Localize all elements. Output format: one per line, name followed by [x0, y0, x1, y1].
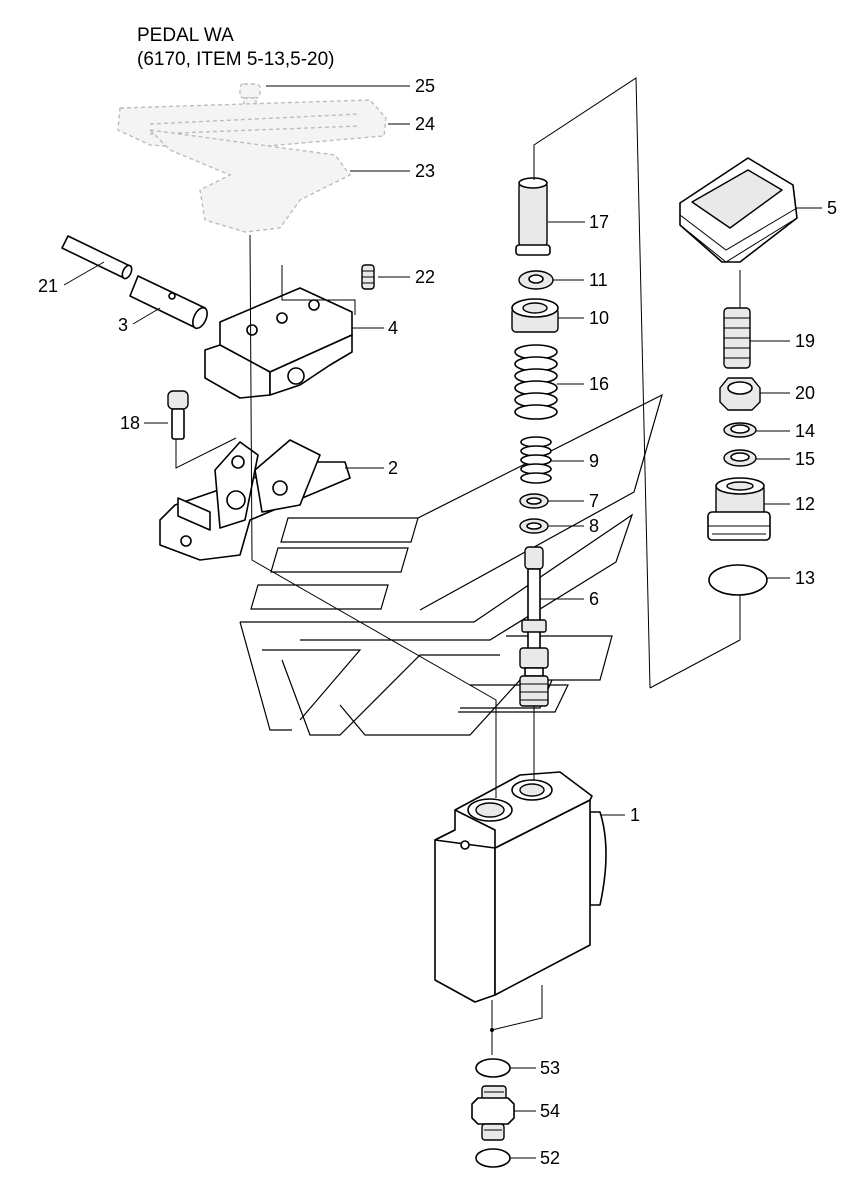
label-part-3: 3	[118, 315, 128, 335]
label-part-25: 25	[415, 76, 435, 96]
part-5-boot	[679, 157, 798, 263]
label-part-17: 17	[589, 212, 609, 232]
part-53-oring	[475, 1058, 511, 1078]
part-52-oring	[475, 1148, 511, 1168]
part-19-stud	[723, 307, 751, 369]
diagram-subtitle: (6170, ITEM 5-13,5-20)	[137, 49, 334, 70]
label-part-23: 23	[415, 161, 435, 181]
part-4-upper-bracket	[204, 287, 353, 399]
label-part-6: 6	[589, 589, 599, 609]
label-part-10: 10	[589, 308, 609, 328]
label-part-15: 15	[795, 449, 815, 469]
part-17-plunger	[515, 177, 551, 256]
part-7-washer	[519, 493, 549, 509]
part-15-ring	[723, 449, 757, 467]
label-part-54: 54	[540, 1101, 560, 1121]
label-part-2: 2	[388, 458, 398, 478]
part-3-bushing	[129, 275, 208, 330]
leader-lines	[63, 85, 822, 1159]
label-part-1: 1	[630, 805, 640, 825]
label-part-20: 20	[795, 383, 815, 403]
label-part-13: 13	[795, 568, 815, 588]
part-13-oring	[708, 564, 768, 596]
label-part-11: 11	[589, 270, 608, 290]
part-18-bolt	[167, 390, 189, 440]
label-part-5: 5	[827, 198, 837, 218]
label-part-16: 16	[589, 374, 609, 394]
label-part-14: 14	[795, 421, 815, 441]
label-part-22: 22	[415, 267, 435, 287]
part-22-setscrew	[361, 264, 375, 290]
label-part-19: 19	[795, 331, 815, 351]
part-10-collar	[511, 298, 559, 333]
part-21-pin	[61, 235, 133, 280]
part-23-pedal	[148, 129, 352, 233]
label-part-52: 52	[540, 1148, 560, 1168]
part-24-pedal-pad	[117, 99, 387, 151]
part-2-base-bracket	[159, 439, 351, 561]
label-part-53: 53	[540, 1058, 560, 1078]
part-54-fitting	[471, 1085, 515, 1141]
label-part-7: 7	[589, 491, 599, 511]
part-1-valve-body	[434, 771, 607, 1003]
part-6-spool	[519, 546, 549, 707]
part-16-spring	[514, 344, 558, 420]
label-part-9: 9	[589, 451, 599, 471]
part-14-ring	[723, 422, 757, 438]
part-20-nut	[719, 377, 761, 411]
label-part-4: 4	[388, 318, 398, 338]
label-part-21: 21	[38, 276, 58, 296]
assembly-lines	[175, 77, 741, 1055]
label-part-24: 24	[415, 114, 435, 134]
label-part-12: 12	[795, 494, 815, 514]
diagram-title: PEDAL WA	[137, 25, 234, 46]
label-part-18: 18	[120, 413, 140, 433]
label-part-8: 8	[589, 516, 599, 536]
part-9-spring	[520, 436, 552, 484]
part-11-washer	[518, 270, 554, 290]
part-12-guide	[707, 477, 771, 541]
part-labels: 25 24 23 21 3 22 4 18 2 17 11 10 16 9 7 …	[38, 76, 837, 1168]
part-8-seal	[519, 518, 549, 534]
